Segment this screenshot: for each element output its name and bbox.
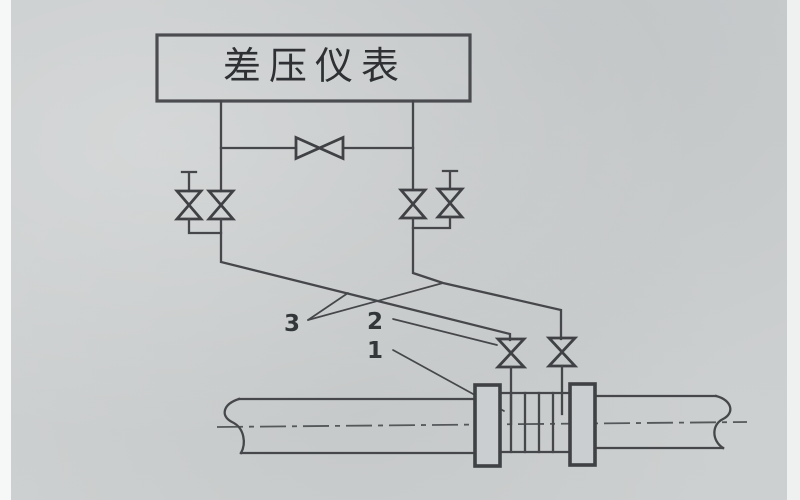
pipe-break-right bbox=[713, 394, 732, 450]
callout-2-label: 2 bbox=[367, 309, 383, 335]
instrument-box: 差压仪表 bbox=[155, 33, 472, 103]
right-impulse-run bbox=[411, 216, 563, 341]
impulse-lines bbox=[219, 99, 415, 193]
callout-1-label: 1 bbox=[367, 338, 383, 364]
left-valve-connector bbox=[187, 217, 223, 235]
left-impulse-run bbox=[219, 217, 512, 342]
tap-valve-right-icon bbox=[545, 336, 579, 368]
right-vent-stub bbox=[441, 169, 459, 191]
orifice-plate-lines bbox=[509, 391, 555, 454]
callout-2-pointer bbox=[392, 318, 498, 346]
pipe-assembly bbox=[216, 382, 748, 468]
left-vent-stub bbox=[180, 170, 198, 193]
callout-3-label: 3 bbox=[284, 311, 300, 337]
right-valve-connector bbox=[411, 215, 452, 230]
instrument-box-outline bbox=[155, 33, 472, 103]
left-shutoff-valve-icon bbox=[205, 189, 237, 221]
equalizing-valve-icon bbox=[294, 135, 345, 161]
orifice-flange-right bbox=[568, 382, 597, 467]
tap-valve-left-icon bbox=[494, 337, 528, 369]
right-shutoff-valve-icon bbox=[397, 188, 429, 220]
orifice-flange-left bbox=[473, 383, 502, 468]
page-margin-right bbox=[787, 0, 800, 500]
callout-3-pointer-a bbox=[307, 292, 349, 321]
tap-valve-group bbox=[494, 336, 579, 426]
left-vent-valve-icon bbox=[173, 189, 205, 221]
right-vent-valve-icon bbox=[434, 187, 466, 219]
callouts: 3 2 1 bbox=[284, 282, 505, 412]
pipe-break-left bbox=[223, 397, 245, 455]
instrument-box-label: 差压仪表 bbox=[223, 44, 407, 88]
page-margin-left bbox=[0, 0, 11, 500]
callout-3-pointer-b bbox=[307, 282, 444, 321]
left-valve-group bbox=[173, 170, 512, 342]
